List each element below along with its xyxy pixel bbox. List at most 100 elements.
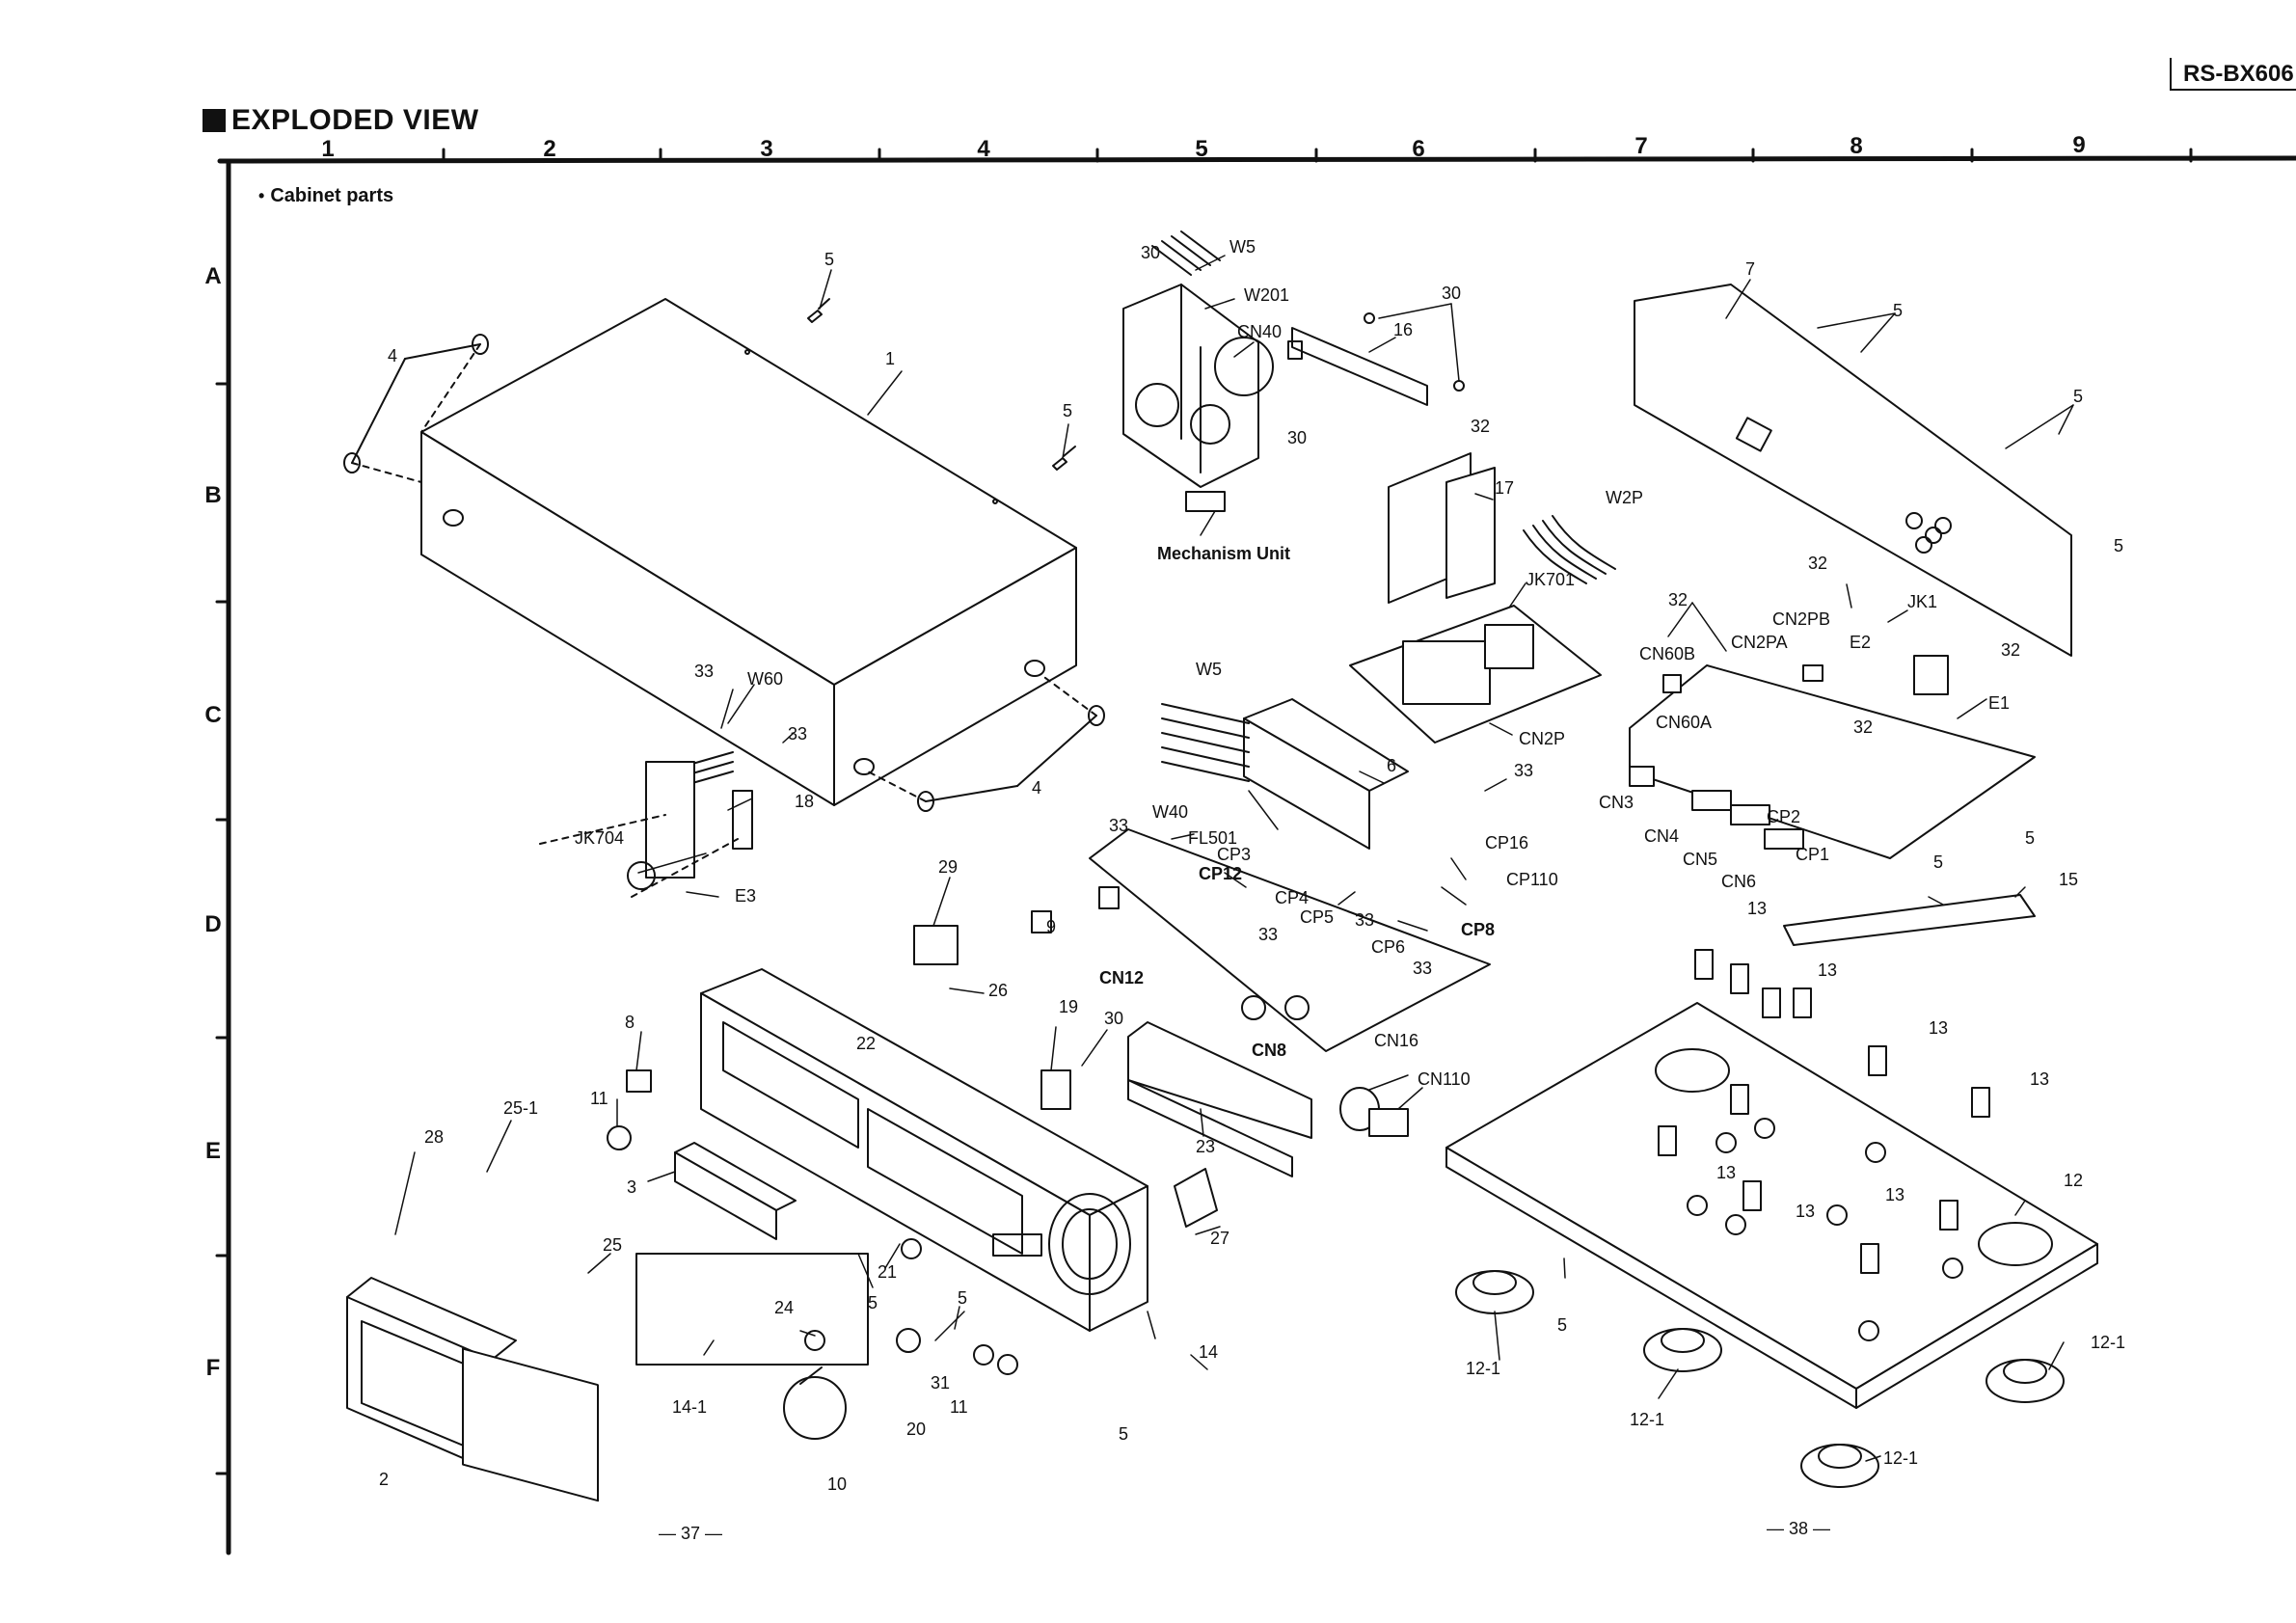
label-e2: E2 — [1850, 633, 1871, 652]
label-part-13-d: 13 — [2030, 1069, 2049, 1089]
label-part-22: 22 — [856, 1034, 876, 1053]
label-foot-4-a: 4 — [388, 346, 397, 365]
label-part-3: 3 — [627, 1177, 636, 1197]
label-part-31: 31 — [931, 1373, 950, 1393]
label-e3: E3 — [735, 886, 756, 906]
label-screw-5-h: 5 — [1119, 1424, 1128, 1444]
label-wire-w5-top: W5 — [1229, 237, 1256, 257]
grid-col-1: 1 — [321, 136, 334, 162]
label-part-20: 20 — [906, 1420, 926, 1439]
label-screw-30-c: 30 — [1287, 428, 1307, 447]
label-bracket-16: 16 — [1393, 320, 1413, 339]
page-number-right: — 38 — — [1767, 1519, 1831, 1538]
cassette-holder-25 — [462, 1347, 599, 1502]
wire-w5-lower — [1161, 703, 1250, 782]
jk704-board — [539, 761, 753, 898]
grid-row-c: C — [204, 702, 221, 728]
label-e1: E1 — [1988, 693, 2010, 713]
label-wire-w60: W60 — [747, 669, 783, 689]
label-screw-33-a: 33 — [694, 662, 714, 681]
label-screw-5-g: 5 — [958, 1288, 967, 1308]
label-display-6: 6 — [1387, 756, 1396, 775]
label-part-13-e: 13 — [1716, 1163, 1736, 1182]
page-title-text: EXPLODED VIEW — [231, 104, 479, 136]
cabinet-cover — [420, 298, 1077, 806]
label-cn3: CN3 — [1599, 793, 1634, 812]
label-part-8: 8 — [625, 1013, 635, 1032]
front-panel — [700, 968, 1148, 1332]
grid-row-f: F — [206, 1355, 221, 1381]
front-trim-3 — [674, 1142, 797, 1240]
bottom-chassis — [1445, 1002, 2098, 1409]
label-cn4: CN4 — [1644, 826, 1679, 846]
grid-col-5: 5 — [1195, 136, 1207, 162]
label-cn5: CN5 — [1683, 850, 1717, 869]
rear-panel — [1634, 284, 2072, 657]
label-foot-12-1-d: 12-1 — [1883, 1448, 1918, 1468]
grid-row-b: B — [204, 482, 221, 508]
label-rear-panel-7: 7 — [1745, 259, 1755, 279]
label-screw-5-b: 5 — [1063, 401, 1072, 420]
label-cn60b: CN60B — [1639, 644, 1695, 663]
main-pcb — [1629, 655, 2036, 859]
label-part-11-b: 11 — [950, 1397, 968, 1417]
label-cn16: CN16 — [1374, 1031, 1418, 1050]
label-screw-33-b: 33 — [788, 724, 807, 744]
label-foot-12-1-a: 12-1 — [1466, 1359, 1500, 1378]
cabinet-feet — [343, 334, 1105, 812]
label-screw-33-c: 33 — [1514, 761, 1533, 780]
part-27-plate — [1174, 1168, 1218, 1228]
label-part-28: 28 — [424, 1127, 444, 1147]
label-screw-5-e: 5 — [2114, 536, 2123, 555]
grid-col-2: 2 — [543, 136, 555, 162]
mechanism-unit — [1122, 230, 1274, 512]
grid-row-d: D — [204, 911, 221, 937]
model-number: RS-BX606 — [2170, 58, 2296, 91]
label-shield-17: 17 — [1495, 478, 1514, 498]
label-part-27: 27 — [1210, 1229, 1229, 1248]
label-cn2pa: CN2PA — [1731, 633, 1788, 652]
label-part-23: 23 — [1196, 1137, 1215, 1156]
label-screw-5-c: 5 — [1893, 301, 1903, 320]
label-chassis-12: 12 — [2064, 1171, 2083, 1190]
label-wire-w40: W40 — [1152, 802, 1188, 822]
switch-19 — [1040, 1069, 1071, 1110]
label-part-11-a: 11 — [590, 1089, 608, 1108]
label-cn60a: CN60A — [1656, 713, 1712, 732]
section-subtitle: •Cabinet parts — [258, 185, 393, 207]
label-screw-5-j: 5 — [2025, 828, 2035, 848]
label-screw-5-i: 5 — [1933, 852, 1943, 872]
switch-29 — [913, 925, 959, 965]
label-screw-5-f: 5 — [868, 1293, 878, 1312]
label-screw-33-e: 33 — [1258, 925, 1278, 944]
label-cp2: CP2 — [1767, 807, 1800, 826]
page-title: EXPLODED VIEW — [203, 104, 479, 137]
label-jk1: JK1 — [1907, 592, 1937, 611]
label-front-bracket-15: 15 — [2059, 870, 2078, 889]
label-cn8: CN8 — [1252, 1041, 1286, 1060]
label-screw-5-a: 5 — [824, 250, 834, 269]
section-subtitle-text: Cabinet parts — [270, 185, 394, 206]
label-part-21: 21 — [878, 1262, 897, 1282]
label-cn2p: CN2P — [1519, 729, 1565, 748]
wire-w2p — [1523, 515, 1616, 584]
title-square-icon — [203, 109, 226, 132]
label-bracket-18: 18 — [795, 792, 814, 811]
label-part-13-f: 13 — [1796, 1202, 1815, 1221]
display-window-14-1 — [635, 1253, 869, 1366]
label-screw-33-f: 33 — [1355, 910, 1374, 930]
label-cp3: CP3 — [1217, 845, 1251, 864]
label-mechanism-unit: Mechanism Unit — [1157, 544, 1290, 563]
label-cp6: CP6 — [1371, 937, 1405, 957]
label-screw-30-b: 30 — [1442, 284, 1461, 303]
label-cp4: CP4 — [1275, 888, 1309, 907]
label-jk701: JK701 — [1526, 570, 1575, 589]
shield-17 — [1388, 452, 1496, 604]
label-screw-5-d: 5 — [2073, 387, 2083, 406]
label-wire-w5-lower: W5 — [1196, 660, 1222, 679]
grid-row-e: E — [205, 1138, 221, 1164]
label-cp8: CP8 — [1461, 920, 1495, 939]
bracket-16 — [1287, 312, 1465, 406]
label-fl501: FL501 — [1188, 828, 1237, 848]
